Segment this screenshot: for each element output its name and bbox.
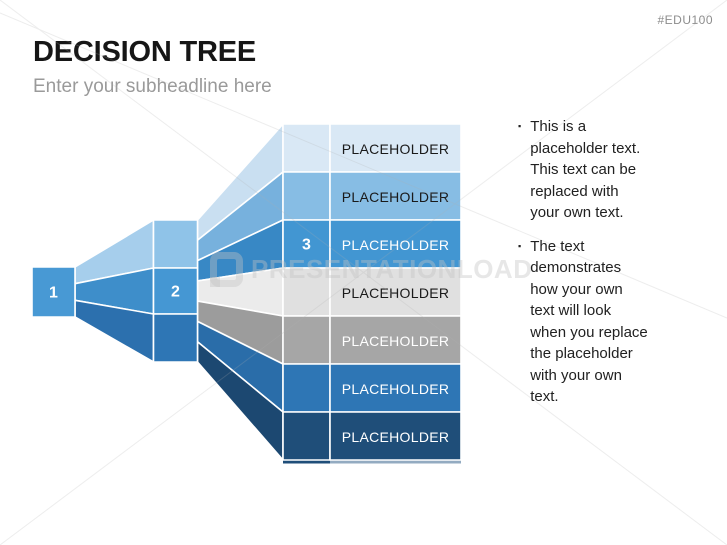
watermark-slant-line <box>0 12 727 319</box>
row1-label: PLACEHOLDER <box>342 141 450 157</box>
row4-label: PLACEHOLDER <box>342 285 450 301</box>
node1-box <box>31 266 76 318</box>
bullet-item-2: ▪ The text demonstrates how your own tex… <box>518 236 710 408</box>
row7-label-cell <box>329 411 462 461</box>
stack-bottom-edge-right <box>330 459 461 464</box>
bullet-square-icon: ▪ <box>518 121 522 131</box>
row6-small-cell <box>282 363 331 413</box>
row6-label: PLACEHOLDER <box>342 381 450 397</box>
row5-label: PLACEHOLDER <box>342 333 450 349</box>
row7-small-cell <box>282 411 331 461</box>
row4-label-cell <box>329 267 462 317</box>
bullet-list: ▪ This is a placeholder text. This text … <box>518 116 710 420</box>
row5-small-cell <box>282 315 331 365</box>
bullet-square-icon: ▪ <box>518 240 522 251</box>
row4-small-cell <box>282 267 331 317</box>
node2-label: 2 <box>171 284 180 301</box>
row2-small-cell <box>282 171 331 221</box>
row3-label: PLACEHOLDER <box>342 237 450 253</box>
row2-label: PLACEHOLDER <box>342 189 450 205</box>
node2-segment-bottom <box>152 313 199 363</box>
subheadline: Enter your subheadline here <box>33 76 272 97</box>
row3-label-cell <box>329 219 462 269</box>
stack-bottom-edge-left <box>283 459 330 464</box>
row1-label-cell <box>329 123 462 173</box>
page-title: DECISION TREE <box>33 36 256 68</box>
node2-segment-mid <box>152 267 199 315</box>
product-code: #EDU100 <box>657 13 713 27</box>
row2-label-cell <box>329 171 462 221</box>
bullet-text-2: The text demonstrates how your own text … <box>530 237 648 406</box>
row5-label-cell <box>329 315 462 365</box>
row1-small-cell <box>282 123 331 173</box>
node2-segment-top <box>152 219 199 269</box>
bullet-text-1: This is a placeholder text. This text ca… <box>530 118 641 221</box>
bullet-item-1: ▪ This is a placeholder text. This text … <box>518 116 710 224</box>
node1-label: 1 <box>49 285 58 302</box>
row7-label: PLACEHOLDER <box>342 429 450 445</box>
node3-label: 3 <box>302 237 311 254</box>
